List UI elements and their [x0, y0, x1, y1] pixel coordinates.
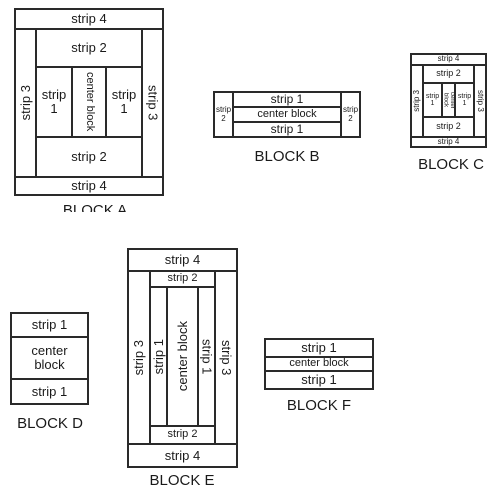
- block-e-caption: BLOCK E: [149, 472, 215, 489]
- block-a-strip-2-bottom: strip 2: [35, 136, 143, 178]
- block-a-strip-4-bottom: strip 4: [14, 176, 164, 196]
- block-f-strip-1-bottom: strip 1: [264, 370, 374, 390]
- block-a-strip-4-top: strip 4: [14, 8, 164, 30]
- block-e-strip-4-top: strip 4: [127, 248, 238, 272]
- block-d-caption: BLOCK D: [17, 415, 83, 432]
- block-e-strip-3-left: strip 3: [127, 270, 151, 445]
- block-c-strip-3-right: strip 3: [473, 64, 487, 138]
- block-c-strip-2-top: strip 2: [422, 64, 475, 84]
- block-a-strip-3-left: strip 3: [14, 28, 37, 178]
- block-b-caption: BLOCK B: [254, 148, 320, 165]
- block-a-strip-3-right: strip 3: [141, 28, 164, 178]
- block-a-center-block: center block: [71, 66, 107, 138]
- block-e-center-block: center block: [166, 286, 199, 427]
- block-a-strip-2-top: strip 2: [35, 28, 143, 68]
- block-e-strip-2-bottom: strip 2: [149, 425, 216, 445]
- block-c-strip-4-bottom: strip 4: [410, 136, 487, 148]
- block-d-strip-1-bottom: strip 1: [10, 378, 89, 405]
- block-b-strip-1-bottom: strip 1: [232, 121, 342, 138]
- block-f-strip-1-top: strip 1: [264, 338, 374, 358]
- block-e-strip-3-right: strip 3: [214, 270, 238, 445]
- block-c-strip-2-bottom: strip 2: [422, 116, 475, 138]
- block-d-strip-1-top: strip 1: [10, 312, 89, 338]
- block-a-caption: BLOCK A: [62, 202, 128, 212]
- block-e-strip-4-bottom: strip 4: [127, 443, 238, 468]
- block-a-caption-clip: BLOCK A: [30, 202, 160, 212]
- block-f-caption: BLOCK F: [286, 397, 352, 414]
- block-c-caption: BLOCK C: [418, 156, 484, 173]
- block-e-strip-1-right: strip 1: [197, 286, 216, 427]
